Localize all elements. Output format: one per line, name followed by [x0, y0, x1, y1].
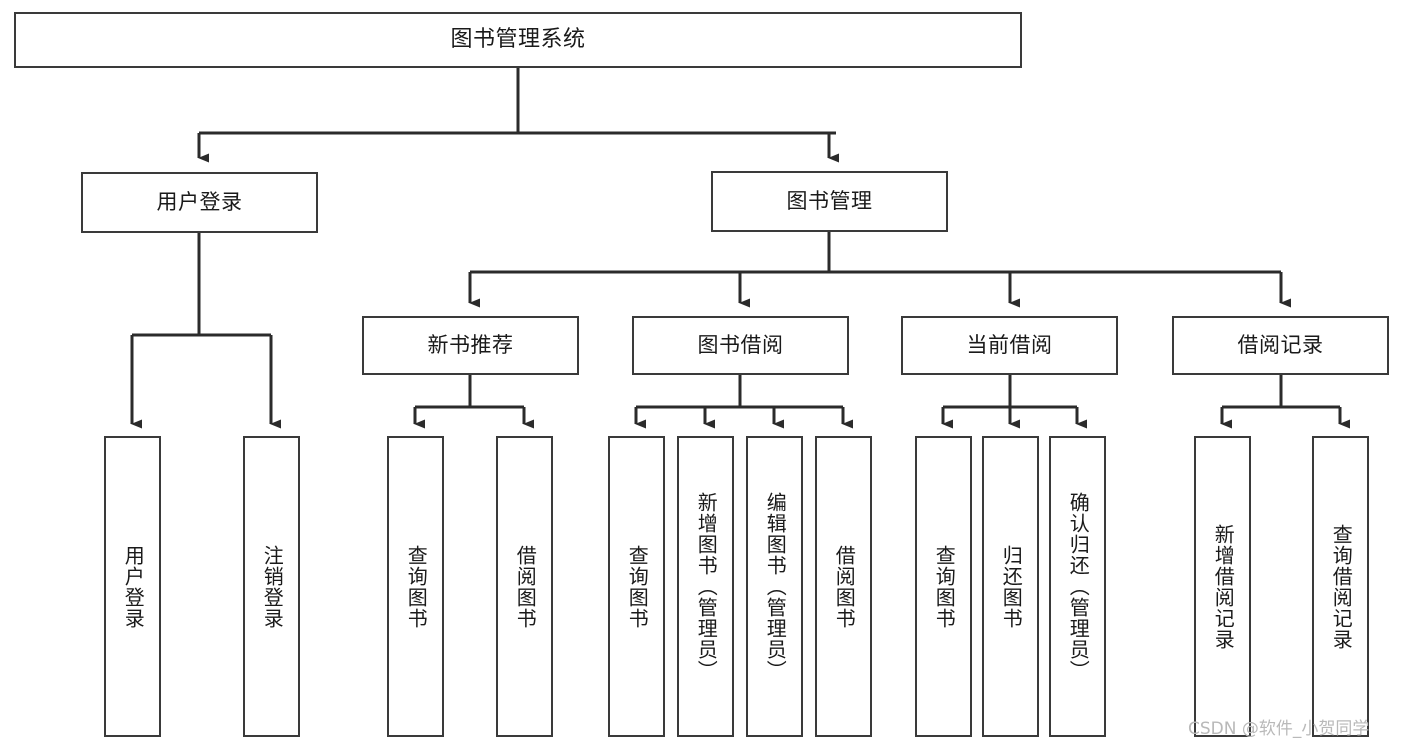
- leaf-add-book-label: 新增图书（管理员）: [694, 492, 719, 681]
- leaf-add-record-label: 新增借阅记录: [1211, 523, 1236, 650]
- node-book-borrow-label: 图书借阅: [697, 332, 784, 357]
- leaf-confirm-return-label: 确认归还（管理员）: [1066, 492, 1091, 681]
- leaf-query-record-label: 查询借阅记录: [1329, 523, 1354, 650]
- leaf-edit-book[interactable]: 编辑图书（管理员）: [746, 436, 803, 737]
- leaf-borrow-book-2[interactable]: 借阅图书: [815, 436, 872, 737]
- leaf-borrow-book-1-label: 借阅图书: [513, 544, 538, 629]
- node-current-borrow[interactable]: 当前借阅: [901, 316, 1118, 375]
- leaf-return-book-label: 归还图书: [999, 544, 1024, 629]
- leaf-query-book-3[interactable]: 查询图书: [915, 436, 972, 737]
- leaf-user-logout-label: 注销登录: [260, 544, 285, 629]
- node-current-borrow-label: 当前借阅: [966, 332, 1053, 357]
- node-borrow-record[interactable]: 借阅记录: [1172, 316, 1389, 375]
- leaf-add-book[interactable]: 新增图书（管理员）: [677, 436, 734, 737]
- leaf-query-book-1-label: 查询图书: [404, 544, 429, 629]
- node-new-book-recommend-label: 新书推荐: [427, 332, 514, 357]
- leaf-user-login[interactable]: 用户登录: [104, 436, 161, 737]
- node-user-login[interactable]: 用户登录: [81, 172, 318, 233]
- leaf-borrow-book-2-label: 借阅图书: [832, 544, 857, 629]
- leaf-query-book-1[interactable]: 查询图书: [387, 436, 444, 737]
- node-user-login-label: 用户登录: [156, 189, 243, 214]
- node-book-management-label: 图书管理: [786, 188, 873, 213]
- leaf-query-book-3-label: 查询图书: [932, 544, 957, 629]
- leaf-user-logout[interactable]: 注销登录: [243, 436, 300, 737]
- leaf-user-login-label: 用户登录: [121, 544, 146, 629]
- leaf-add-record[interactable]: 新增借阅记录: [1194, 436, 1251, 737]
- node-book-management[interactable]: 图书管理: [711, 171, 948, 232]
- node-borrow-record-label: 借阅记录: [1237, 332, 1324, 357]
- leaf-edit-book-label: 编辑图书（管理员）: [763, 492, 788, 681]
- leaf-borrow-book-1[interactable]: 借阅图书: [496, 436, 553, 737]
- node-new-book-recommend[interactable]: 新书推荐: [362, 316, 579, 375]
- node-root[interactable]: 图书管理系统: [14, 12, 1022, 68]
- leaf-query-record[interactable]: 查询借阅记录: [1312, 436, 1369, 737]
- leaf-query-book-2[interactable]: 查询图书: [608, 436, 665, 737]
- node-book-borrow[interactable]: 图书借阅: [632, 316, 849, 375]
- leaf-confirm-return[interactable]: 确认归还（管理员）: [1049, 436, 1106, 737]
- leaf-return-book[interactable]: 归还图书: [982, 436, 1039, 737]
- node-root-label: 图书管理系统: [450, 26, 586, 52]
- leaf-query-book-2-label: 查询图书: [625, 544, 650, 629]
